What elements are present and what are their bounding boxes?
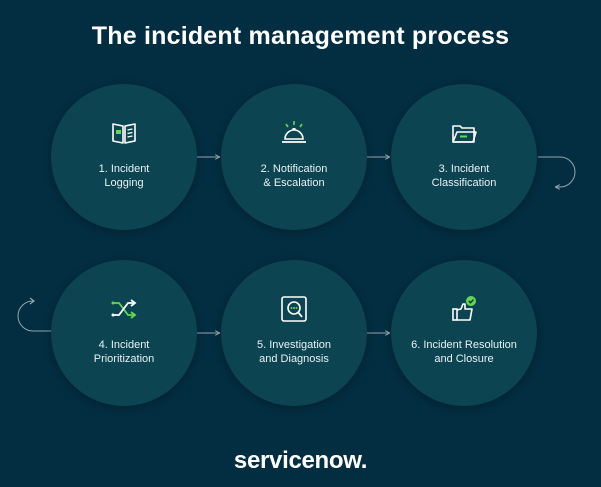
magnifier-scan-icon bbox=[279, 294, 309, 324]
step-label: 3. Incident Classification bbox=[431, 163, 497, 189]
step-notification-escalation: 2. Notification & Escalation bbox=[221, 84, 367, 230]
step-incident-resolution-closure: 6. Incident Resolution and Closure bbox=[391, 260, 537, 406]
step-label: 4. Incident Prioritization bbox=[93, 339, 155, 365]
step-incident-logging: 1. Incident Logging bbox=[51, 84, 197, 230]
shuffle-arrows-icon bbox=[109, 294, 139, 324]
folder-icon bbox=[449, 118, 479, 148]
servicenow-logo: servicenow. bbox=[233, 447, 368, 474]
diagram-title: The incident management process bbox=[91, 22, 510, 50]
service-bell-icon bbox=[279, 118, 309, 148]
arrow-row-wrap-right bbox=[538, 156, 576, 187]
thumbs-up-check-icon bbox=[449, 294, 479, 324]
step-label: 6. Incident Resolution and Closure bbox=[411, 339, 517, 365]
step-label: 1. Incident Logging bbox=[98, 163, 150, 189]
arrow-row-wrap-left bbox=[17, 297, 52, 332]
logbook-icon bbox=[109, 118, 139, 148]
step-label: 2. Notification & Escalation bbox=[260, 163, 328, 189]
step-label: 5. Investigation and Diagnosis bbox=[257, 339, 331, 365]
step-incident-classification: 3. Incident Classification bbox=[391, 84, 537, 230]
step-investigation-diagnosis: 5. Investigation and Diagnosis bbox=[221, 260, 367, 406]
step-incident-prioritization: 4. Incident Prioritization bbox=[51, 260, 197, 406]
